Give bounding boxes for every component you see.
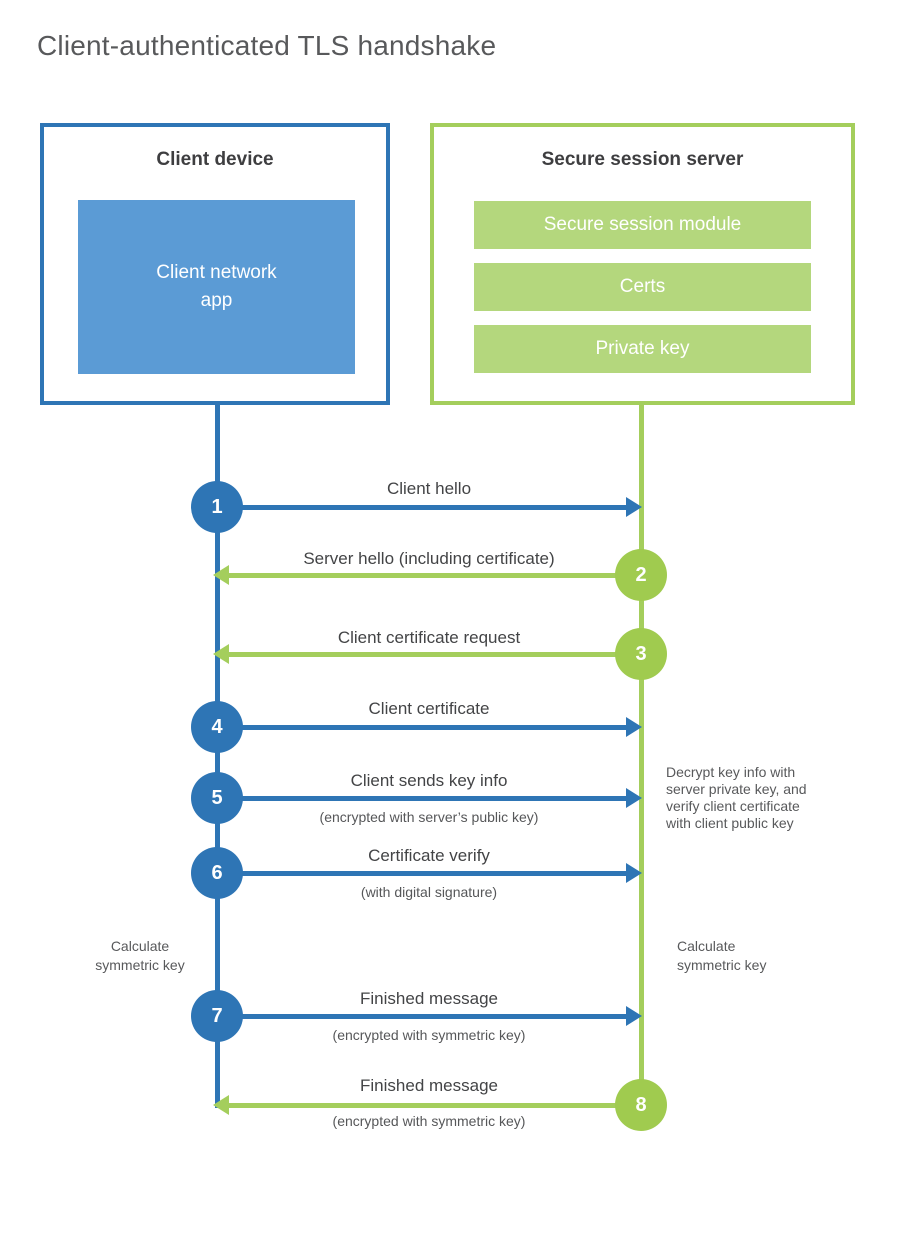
server-box: Secure session server Secure session mod… <box>430 123 855 405</box>
step-5-label: Client sends key info <box>350 771 508 790</box>
step-7-arrow-line <box>240 1014 626 1019</box>
step-3-arrow-line <box>229 652 617 657</box>
step-4-arrow-line <box>240 725 626 730</box>
step-5-badge: 5 <box>191 772 243 824</box>
diagram-title: Client-authenticated TLS handshake <box>37 30 497 61</box>
step-6-arrow-line <box>240 871 626 876</box>
calc-symmetric-key-right: Calculate symmetric key <box>677 938 767 973</box>
server-module-private-key: Private key <box>474 325 811 373</box>
decrypt-key-note: Decrypt key info with server private key… <box>666 764 807 831</box>
step-4-label: Client certificate <box>368 699 490 718</box>
arrow-left-icon <box>213 1095 229 1115</box>
step-2-label: Server hello (including certificate) <box>303 549 555 568</box>
step-2-badge: 2 <box>615 549 667 601</box>
step-8-badge: 8 <box>615 1079 667 1131</box>
client-device-box: Client device Client network app <box>40 123 390 405</box>
step-6-sublabel: (with digital signature) <box>360 884 498 900</box>
server-module-certs: Certs <box>474 263 811 311</box>
arrow-right-icon <box>626 497 642 517</box>
step-5-sublabel: (encrypted with server’s public key) <box>319 809 539 825</box>
arrow-right-icon <box>626 717 642 737</box>
step-5-arrow-line <box>240 796 626 801</box>
step-3-label: Client certificate request <box>337 628 521 647</box>
step-7-sublabel: (encrypted with symmetric key) <box>332 1027 526 1043</box>
step-1-badge: 1 <box>191 481 243 533</box>
client-lifeline <box>215 405 220 1108</box>
step-7-badge: 7 <box>191 990 243 1042</box>
step-1-arrow-line <box>240 505 626 510</box>
calc-symmetric-key-left: Calculate symmetric key <box>95 938 185 973</box>
step-3-badge: 3 <box>615 628 667 680</box>
client-device-heading: Client device <box>156 149 274 170</box>
step-8-label: Finished message <box>360 1076 498 1095</box>
client-network-app-box: Client network app <box>78 200 355 374</box>
arrow-right-icon <box>626 863 642 883</box>
step-8-sublabel: (encrypted with symmetric key) <box>332 1113 526 1129</box>
arrow-right-icon <box>626 1006 642 1026</box>
step-6-badge: 6 <box>191 847 243 899</box>
step-8-arrow-line <box>229 1103 617 1108</box>
server-heading: Secure session server <box>541 149 744 170</box>
step-1-label: Client hello <box>386 479 472 498</box>
arrow-right-icon <box>626 788 642 808</box>
step-6-label: Certificate verify <box>368 846 490 865</box>
step-7-label: Finished message <box>360 989 498 1008</box>
step-4-badge: 4 <box>191 701 243 753</box>
server-module-secure-session: Secure session module <box>474 201 811 249</box>
server-lifeline <box>639 405 644 1105</box>
arrow-left-icon <box>213 644 229 664</box>
step-2-arrow-line <box>229 573 617 578</box>
arrow-left-icon <box>213 565 229 585</box>
